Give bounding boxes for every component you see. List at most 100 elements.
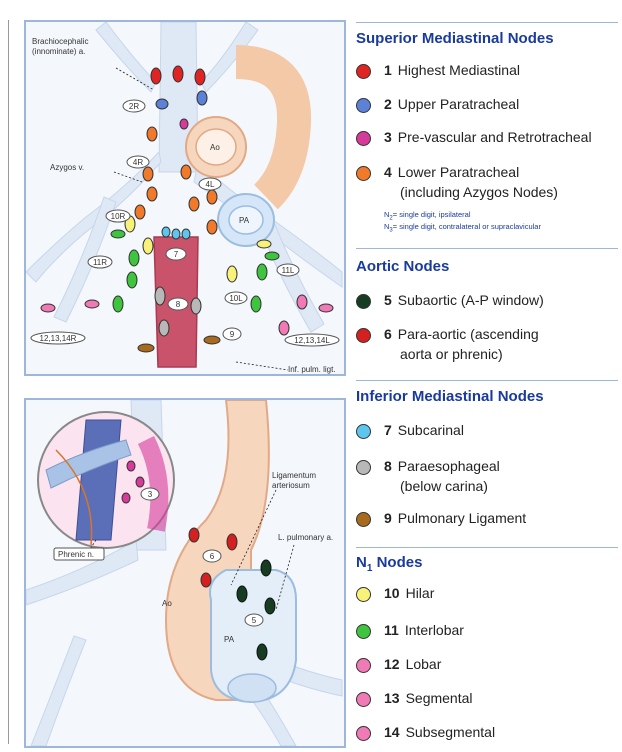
- legend-num: 4: [384, 164, 392, 180]
- legend-label: Highest Mediastinal: [398, 62, 520, 78]
- tag-12l: 12,13,14L: [285, 334, 339, 346]
- legend-num: 9: [384, 510, 392, 526]
- legend-item-8-line2: (below carina): [400, 478, 488, 494]
- pulmonary-artery-bottom: [210, 570, 296, 702]
- node-5-swatch: [356, 294, 371, 309]
- node-9-left: [204, 336, 220, 344]
- node-4r-2: [143, 167, 153, 181]
- legend-label: Subsegmental: [406, 724, 496, 740]
- tag-10r: 10R: [106, 210, 130, 222]
- legend-label: Para-aortic (ascending: [398, 326, 539, 342]
- legend-item-5: 5 Subaortic (A-P window): [356, 292, 544, 309]
- node-7-swatch: [356, 424, 371, 439]
- legend-label: Pre-vascular and Retrotracheal: [398, 129, 592, 145]
- node-6-a: [189, 528, 199, 542]
- brachiocephalic-label-2: (innominate) a.: [32, 47, 85, 56]
- node-11r-2: [129, 250, 139, 266]
- node-4-swatch: [356, 166, 371, 181]
- legend-num: 12: [384, 656, 400, 672]
- legend-num: 13: [384, 690, 400, 706]
- legend-item-6-line2: aorta or phrenic): [400, 346, 503, 362]
- node-12l-2: [297, 295, 307, 309]
- node-6-swatch: [356, 328, 371, 343]
- legend-item-1: 1 Highest Mediastinal: [356, 62, 520, 79]
- azygos-label: Azygos v.: [50, 163, 84, 172]
- svg-text:10R: 10R: [111, 212, 126, 221]
- legend-item-11: 11 Interlobar: [356, 622, 464, 639]
- node-6-c: [201, 573, 211, 587]
- node-2-left: [197, 91, 207, 105]
- tag-2r: 2R: [123, 100, 145, 112]
- ligamentum-label-1: Ligamentum: [272, 471, 316, 480]
- tag-12r: 12,13,14R: [31, 332, 85, 344]
- svg-text:10L: 10L: [229, 294, 243, 303]
- node-10l-1: [227, 266, 237, 282]
- node-2-right: [156, 99, 168, 109]
- node-8-a: [155, 287, 165, 305]
- tag-3: 3: [141, 488, 159, 500]
- node-11-swatch: [356, 624, 371, 639]
- bottom-diagram-svg: Ligamentum arteriosum L. pulmonary a. Ph…: [26, 400, 344, 746]
- node-4r-5: [135, 205, 145, 219]
- node-7-b: [172, 229, 180, 239]
- node-12r-1: [41, 304, 55, 312]
- node-4l-2: [207, 190, 217, 204]
- node-4r-4: [181, 165, 191, 179]
- n1-nodes-title: N1 Nodes: [356, 554, 618, 574]
- node-11l-1: [265, 252, 279, 260]
- node-9-swatch: [356, 512, 371, 527]
- legend-num: 8: [384, 458, 392, 474]
- legend-label: Lobar: [406, 656, 442, 672]
- brachiocephalic-label-1: Brachiocephalic: [32, 37, 88, 46]
- legend-label: Subaortic (A-P window): [398, 292, 544, 308]
- node-11l-3: [251, 296, 261, 312]
- node-1-left: [195, 69, 205, 85]
- node-8-b: [191, 298, 201, 314]
- node-4l-1: [189, 197, 199, 211]
- node-1-swatch: [356, 64, 371, 79]
- node-12l-1: [279, 321, 289, 335]
- ao-label-bottom: Ao: [162, 599, 172, 608]
- node-10l-2: [257, 240, 271, 248]
- legend-label: Lower Paratracheal: [398, 164, 519, 180]
- legend-num: 14: [384, 724, 400, 740]
- legend-label: Hilar: [406, 585, 435, 601]
- aortic-nodes-diagram: Ligamentum arteriosum L. pulmonary a. Ph…: [24, 398, 346, 748]
- node-11r-4: [113, 296, 123, 312]
- node-11r-3: [127, 272, 137, 288]
- svg-text:12,13,14L: 12,13,14L: [294, 336, 330, 345]
- svg-text:6: 6: [210, 552, 215, 561]
- node-5-a: [261, 560, 271, 576]
- tag-11l: 11L: [277, 264, 299, 276]
- svg-text:2R: 2R: [129, 102, 139, 111]
- legend-item-4-line2: (including Azygos Nodes): [400, 184, 558, 200]
- node-4r-1: [147, 127, 157, 141]
- pa-label: PA: [239, 216, 250, 225]
- node-4l-3: [207, 220, 217, 234]
- n3-note: N3= single digit, contralateral or supra…: [384, 222, 541, 234]
- tag-4r: 4R: [127, 156, 149, 168]
- legend-num: 7: [384, 422, 392, 438]
- l-pulmonary-a-label: L. pulmonary a.: [278, 533, 333, 542]
- node-10r-2: [143, 238, 153, 254]
- inf-pulm-ligt-label: Inf. pulm. ligt.: [288, 365, 336, 374]
- legend-item-10: 10 Hilar: [356, 585, 434, 602]
- tag-5: 5: [245, 614, 263, 626]
- phrenic-tag: Phrenic n.: [54, 548, 104, 560]
- legend-item-9: 9 Pulmonary Ligament: [356, 510, 526, 527]
- rule-n1: [356, 547, 618, 548]
- node-2-swatch: [356, 98, 371, 113]
- legend-item-4: 4 Lower Paratracheal: [356, 164, 519, 181]
- svg-text:12,13,14R: 12,13,14R: [40, 334, 77, 343]
- legend-num: 10: [384, 585, 400, 601]
- legend-item-7: 7 Subcarinal: [356, 422, 464, 439]
- ligamentum-label-2: arteriosum: [272, 481, 310, 490]
- legend-num: 11: [384, 622, 399, 638]
- ao-label: Ao: [210, 143, 220, 152]
- n2-note: N2= single digit, ipsilateral: [384, 210, 471, 222]
- svg-text:5: 5: [252, 616, 257, 625]
- svg-text:4R: 4R: [133, 158, 143, 167]
- node-4r-3: [147, 187, 157, 201]
- node-12-swatch: [356, 658, 371, 673]
- node-1-center: [173, 66, 183, 82]
